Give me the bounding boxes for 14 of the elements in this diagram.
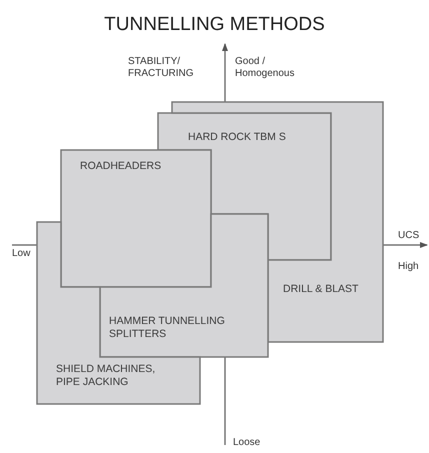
method-label: ROADHEADERS [80,160,162,173]
axis-end-label: Loose [233,437,260,449]
method-label: SHIELD MACHINES, PIPE JACKING [56,363,156,389]
axis-title: STABILITY/ FRACTURING [128,56,195,80]
diagram-title: TUNNELLING METHODS [103,14,326,36]
method-label: HAMMER TUNNELLING SPLITTERS [109,315,226,341]
method-box [100,214,268,357]
axis-end-label: Good / Homogenous [235,56,296,80]
method-label: DRILL & BLAST [283,283,358,296]
axis-title: UCS [398,230,420,242]
method-box [61,150,211,287]
axis-end-label: High [398,261,419,273]
axis-end-label: Low [12,248,30,260]
method-label: HARD ROCK TBM S [188,131,286,144]
